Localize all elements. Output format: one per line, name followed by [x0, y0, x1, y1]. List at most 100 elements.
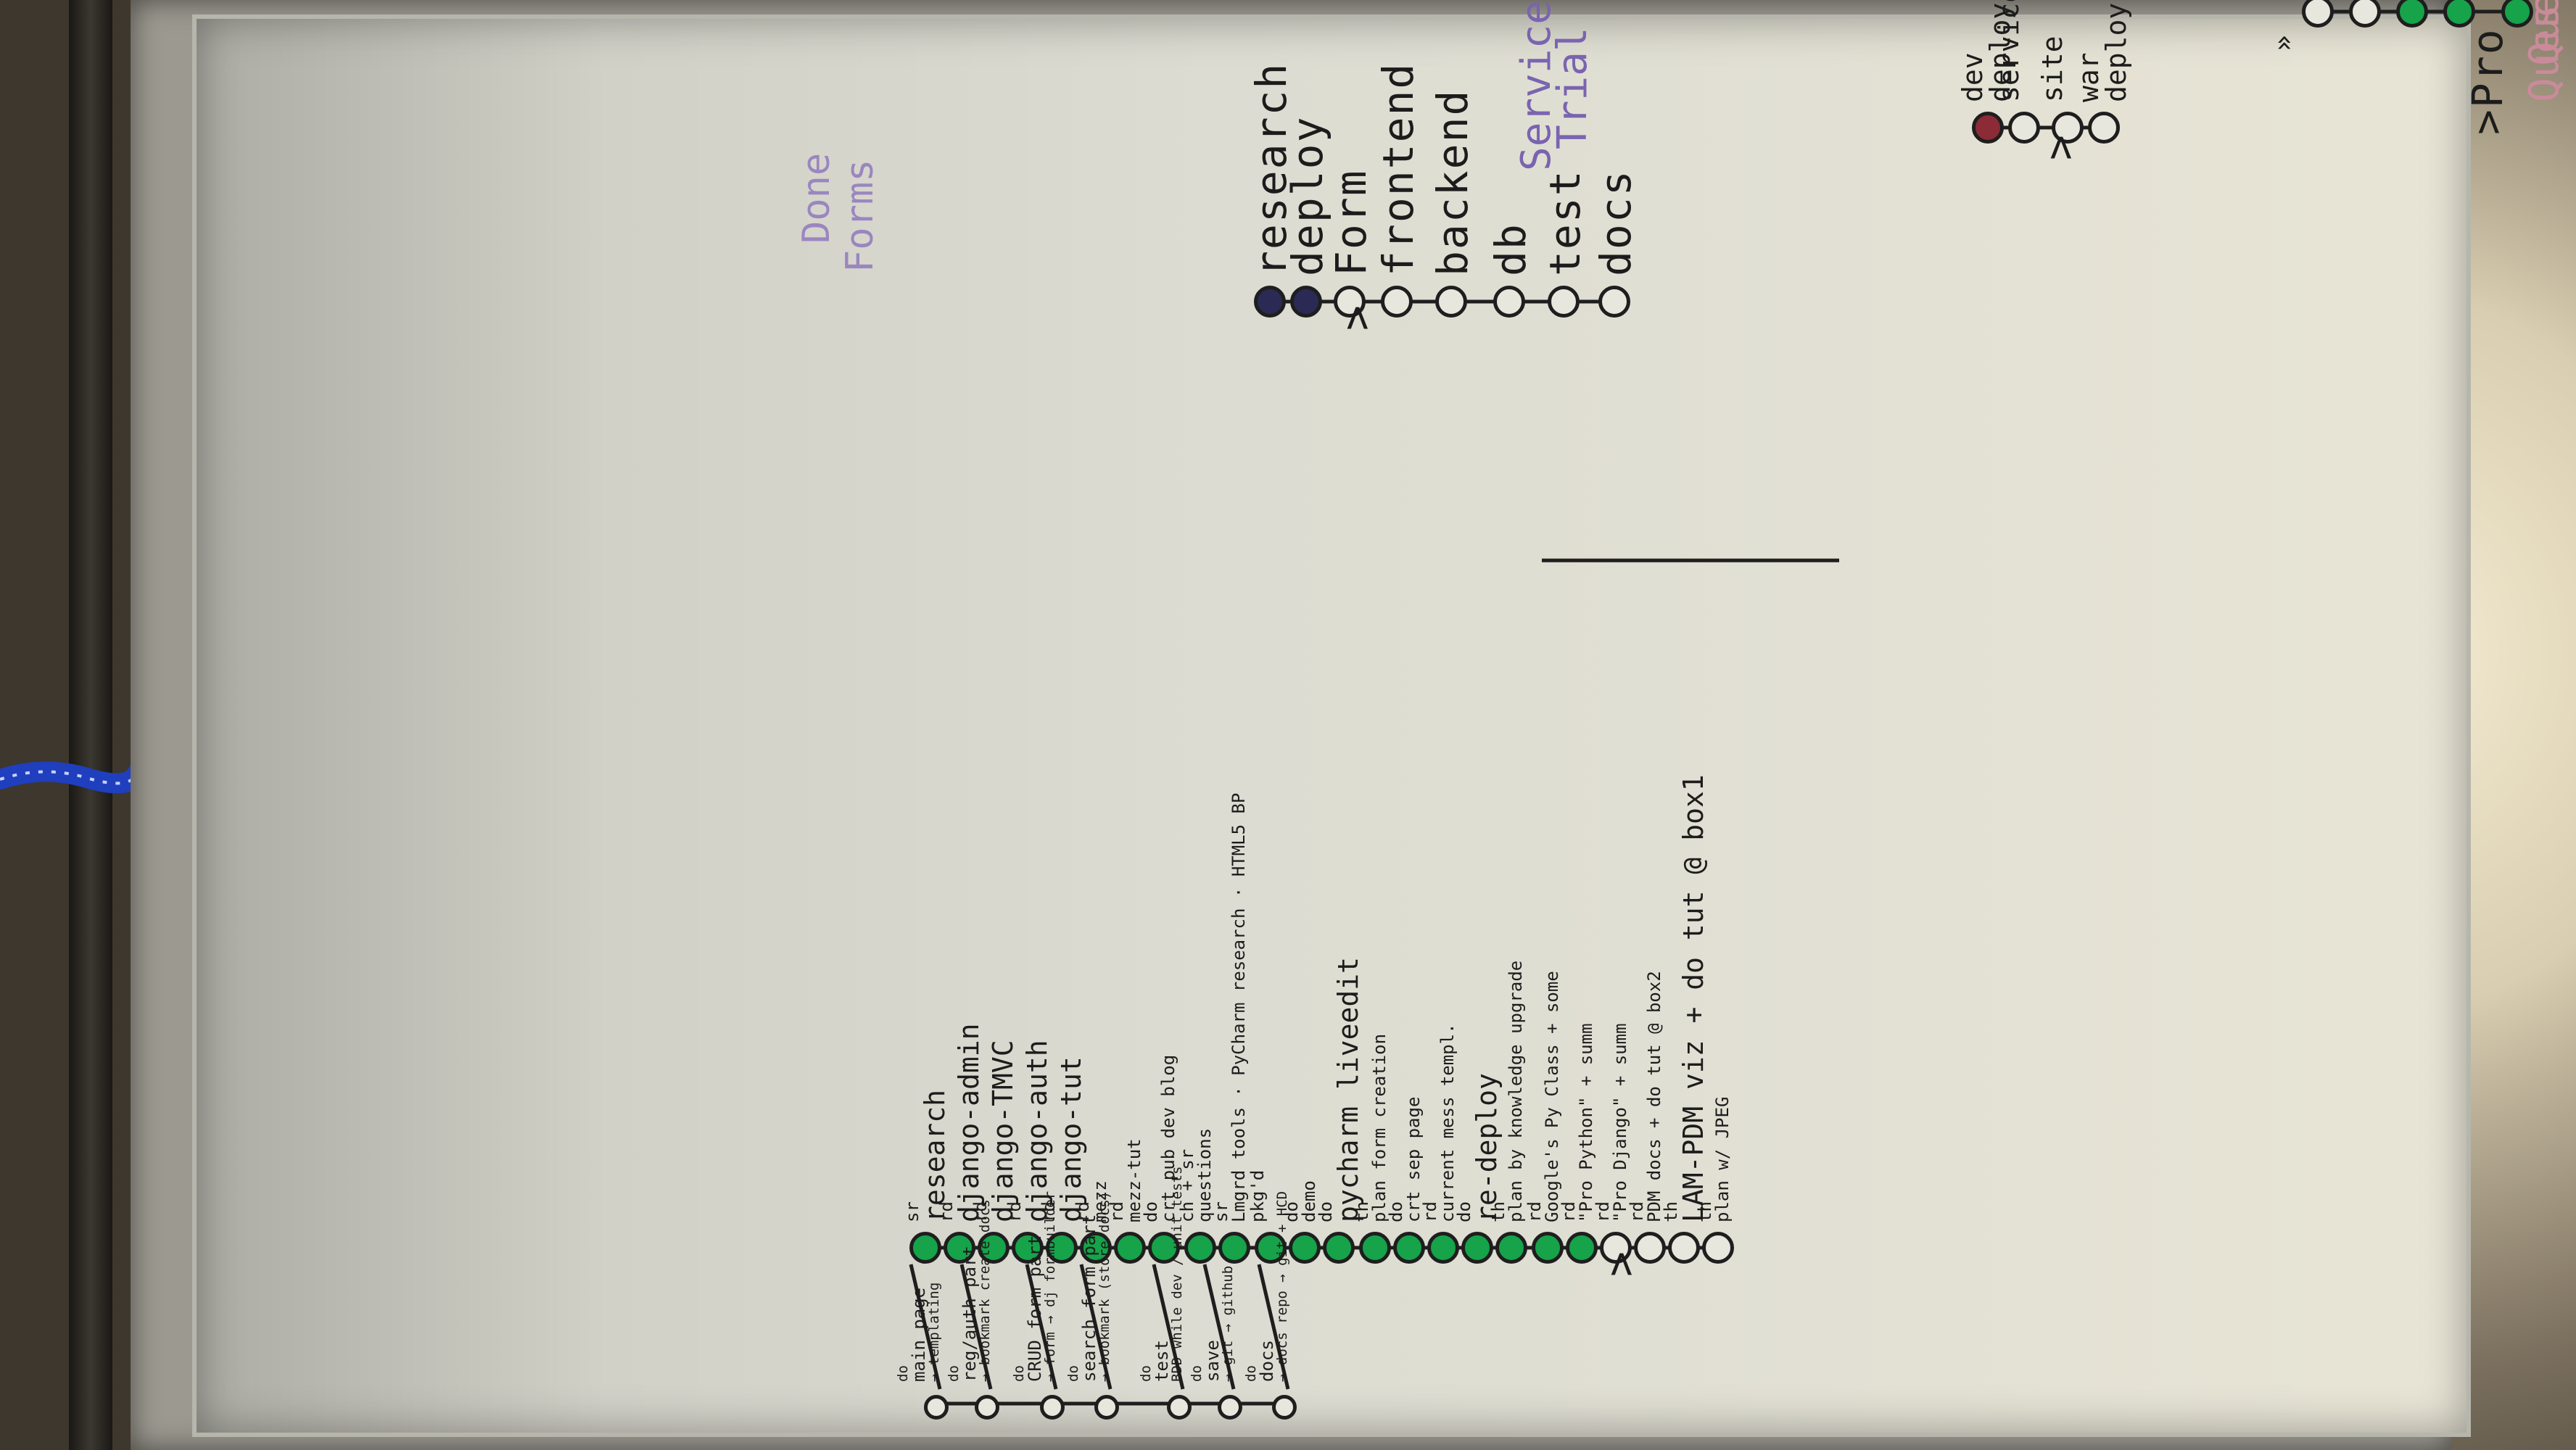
main-timeline-tag: rd: [1524, 1201, 1545, 1222]
main-timeline-node: [1668, 1232, 1700, 1264]
branch-connector: [1202, 1264, 1236, 1390]
legend-node: [1598, 286, 1630, 318]
main-timeline-text: Google's Py Class + some: [1542, 971, 1562, 1222]
main-timeline-entry: rd"Pro Python" + summ: [1559, 1023, 1596, 1222]
environment-label: service: [1993, 0, 2025, 102]
legend-label: frontend: [1374, 62, 1423, 276]
main-timeline-entry: rd"Pro Django" + summ: [1593, 1023, 1630, 1222]
legend-label: docs: [1591, 169, 1640, 276]
legend-label: test: [1540, 169, 1590, 276]
main-timeline-text: plan by knowledge upgrade: [1506, 960, 1526, 1222]
main-timeline-node: [909, 1232, 941, 1264]
done-header: Done: [795, 152, 838, 244]
branch-node: [1094, 1395, 1119, 1420]
main-timeline-text: PDM docs + do tut @ box2: [1644, 971, 1664, 1222]
branch-connector: [909, 1264, 942, 1390]
environment-label: war deploy: [2073, 2, 2132, 102]
main-timeline-node: [1393, 1232, 1425, 1264]
main-timeline-tag: th: [1488, 1201, 1508, 1222]
branch-connector: [1079, 1264, 1112, 1390]
legend-pointer: >: [1332, 304, 1381, 331]
main-timeline-text: "Pro Python" + summ: [1576, 1023, 1596, 1222]
branch-text: reg/auth part: [959, 1246, 980, 1382]
forms-header: Forms: [838, 159, 882, 273]
branch-sub: → templating: [926, 1282, 942, 1382]
branch-node: [975, 1395, 999, 1420]
main-timeline-text: plan form creation: [1369, 1033, 1390, 1222]
legend-node: [1435, 286, 1467, 318]
pro-django-marker: »: [2267, 35, 2299, 51]
legend-node: [1548, 286, 1580, 318]
blue-cable: [0, 761, 138, 794]
environment-label: site: [2036, 36, 2068, 102]
branch-node: [1218, 1395, 1242, 1420]
branch-text: search form part: [1079, 1214, 1099, 1382]
main-timeline-pointer: >: [1595, 1250, 1645, 1277]
main-timeline-tag: sr: [1211, 1201, 1231, 1222]
environment-pointer: >: [2035, 133, 2084, 160]
main-timeline-tag: rd: [1627, 1201, 1647, 1222]
branch-text: test: [1152, 1340, 1172, 1382]
branch-sub: → form → dj formbuilder: [1042, 1190, 1058, 1382]
main-timeline-node: [1702, 1232, 1734, 1264]
branch-node: [1272, 1395, 1297, 1420]
main-timeline-node: [1359, 1232, 1391, 1264]
trial-header: Trial: [1549, 27, 1596, 149]
wall-rail: [69, 0, 112, 1450]
branch-node: [924, 1395, 949, 1420]
legend-label: Form: [1326, 169, 1376, 276]
main-timeline-text: plan w/ JPEG: [1712, 1096, 1733, 1222]
branch-node: [1167, 1395, 1192, 1420]
main-timeline-text: Lmgrd tools · PyCharm research · HTML5 B…: [1229, 792, 1249, 1222]
branch-text: docs: [1257, 1340, 1277, 1382]
branch-sub: BDD while dev / unit tests: [1169, 1166, 1185, 1382]
main-timeline-node: [1184, 1232, 1216, 1264]
main-timeline-node: [1427, 1232, 1459, 1264]
legend-node: [1381, 286, 1413, 318]
main-timeline-tag: th: [1352, 1201, 1372, 1222]
branch-sub: → bookmark (store docs): [1097, 1190, 1112, 1382]
branch-connector: [1257, 1264, 1290, 1390]
main-timeline-tag: do: [1386, 1201, 1406, 1222]
main-timeline-node: [1289, 1232, 1321, 1264]
branch-sub: → bookmark create docs: [977, 1199, 993, 1382]
branch-node: [1040, 1395, 1065, 1420]
branch-connector: [1152, 1264, 1185, 1390]
branch-text: CRUD form part: [1025, 1235, 1045, 1382]
legend-label: backend: [1428, 88, 1477, 276]
branch-text: save: [1202, 1340, 1223, 1382]
main-timeline-text: "Pro Django" + summ: [1610, 1023, 1630, 1222]
branch-text: main page: [909, 1287, 929, 1382]
main-timeline-tag: th: [1695, 1201, 1715, 1222]
legend-label: deploy: [1283, 115, 1332, 276]
legend-node: [1254, 286, 1286, 318]
environment-node: [1972, 112, 2004, 144]
branch-sub: → docs repo → git + HCD: [1274, 1190, 1290, 1382]
main-timeline-tag: rd: [1420, 1201, 1440, 1222]
legend-node: [1493, 286, 1525, 318]
main-timeline-text: current mess templ.: [1437, 1023, 1458, 1222]
main-timeline-tag: rd: [1593, 1201, 1613, 1222]
branch-sub: → git → github: [1220, 1265, 1236, 1382]
environment-node: [2088, 112, 2120, 144]
legend-label: db: [1486, 223, 1535, 276]
main-timeline-node: [1566, 1232, 1598, 1264]
main-timeline-node: [1495, 1232, 1527, 1264]
